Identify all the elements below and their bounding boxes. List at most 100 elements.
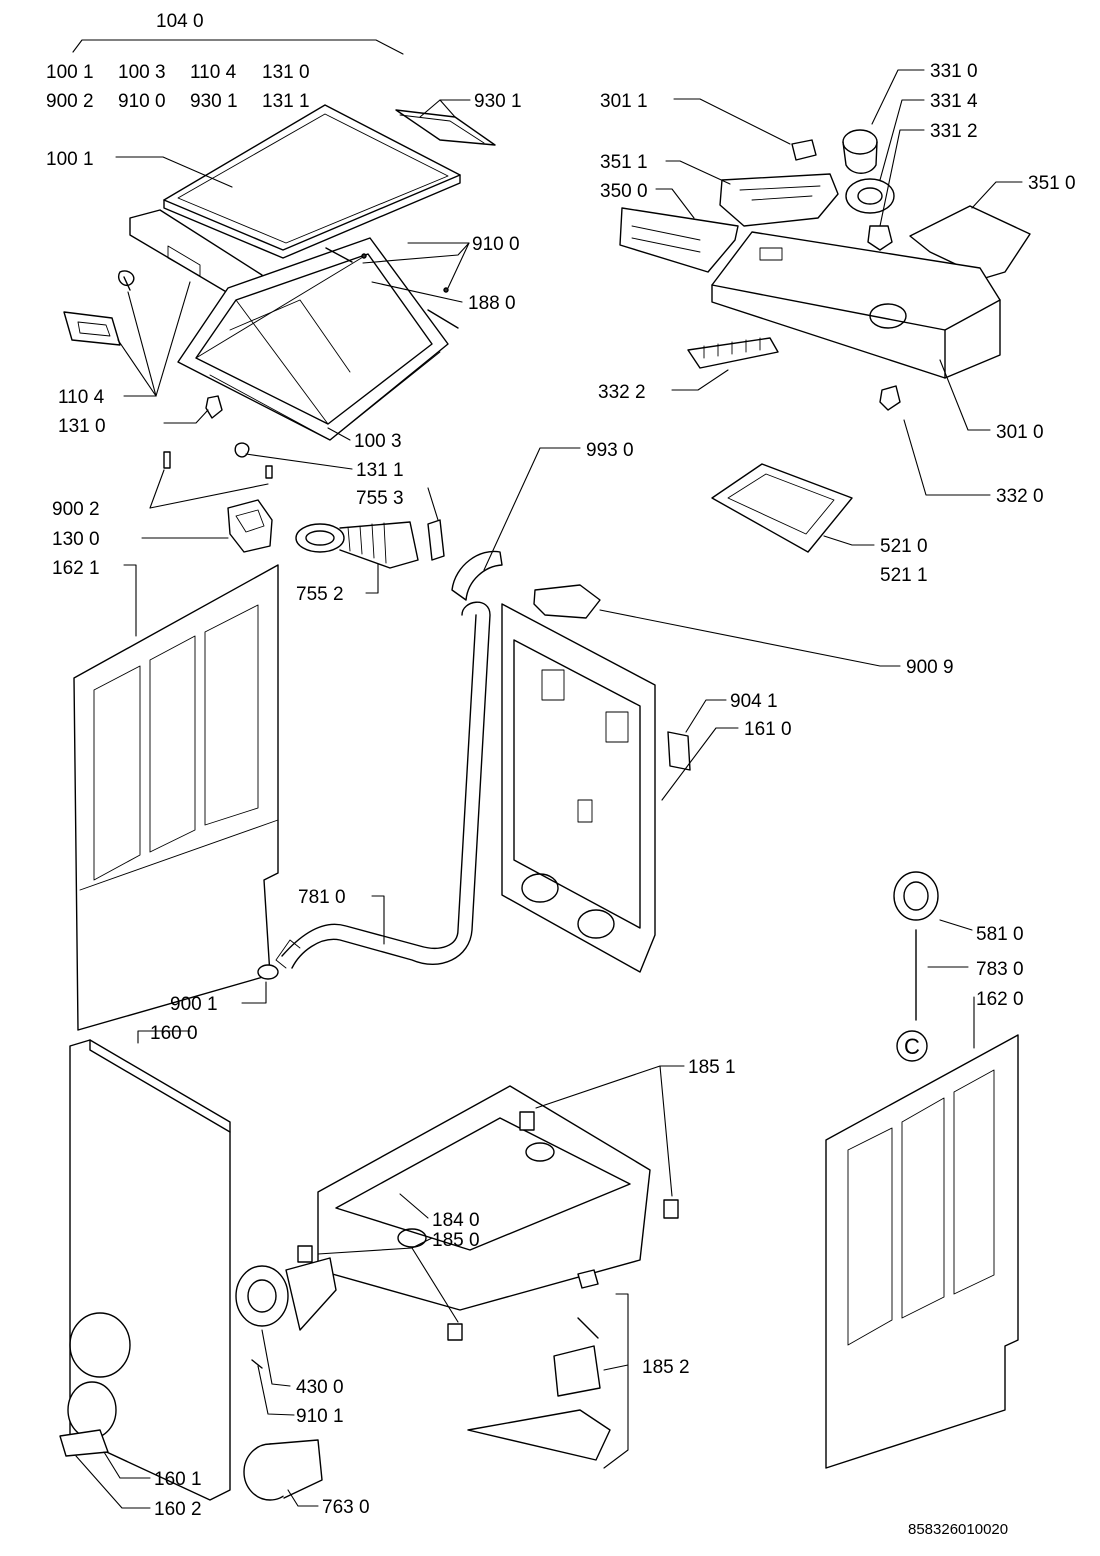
part-900-9-bracket <box>533 584 601 619</box>
part-301-0-panel <box>711 231 1001 379</box>
part-185-0-feet <box>297 1245 463 1341</box>
callout-331-0: 331 0 <box>930 61 978 82</box>
part-162-0-side-panel <box>825 1034 1019 1469</box>
callout-783-0: 783 0 <box>976 959 1024 980</box>
part-781-0-hose <box>275 601 491 969</box>
callout-900-9: 900 9 <box>906 657 954 678</box>
callout-900-1: 900 1 <box>170 994 218 1015</box>
part-185-2 <box>467 1269 611 1461</box>
group-row-item: 110 4 <box>190 62 237 83</box>
part-351-0-bracket <box>909 205 1031 279</box>
part-332-0 <box>879 385 901 411</box>
callout-160-1: 160 1 <box>154 1469 202 1490</box>
group-row-item: 131 1 <box>262 91 310 112</box>
callout-521-1: 521 1 <box>880 565 928 586</box>
callout-131-1: 131 1 <box>356 460 404 481</box>
callout-581-0: 581 0 <box>976 924 1024 945</box>
group-row-item: 131 0 <box>262 62 310 83</box>
callout-110-4: 110 4 <box>58 387 105 408</box>
callout-161-0: 161 0 <box>744 719 792 740</box>
callout-351-1: 351 1 <box>600 152 648 173</box>
part-130-0-door-lock <box>227 499 273 553</box>
callout-162-0: 162 0 <box>976 989 1024 1010</box>
part-350-0-board <box>619 207 739 273</box>
part-332-2-buttons <box>687 337 779 369</box>
callout-131-0: 131 0 <box>58 416 106 437</box>
callout-130-0: 130 0 <box>52 529 100 550</box>
part-301-1-cap <box>791 139 817 161</box>
callout-350-0: 350 0 <box>600 181 648 202</box>
part-185-1-feet <box>519 1111 679 1219</box>
part-900-2-pin <box>265 465 273 479</box>
rod-188-0 <box>427 309 459 329</box>
callout-100-1: 100 1 <box>46 149 94 170</box>
callout-332-2: 332 2 <box>598 382 646 403</box>
part-755-2-hose <box>295 521 419 569</box>
part-763-0-filter <box>243 1439 323 1501</box>
callout-185-2: 185 2 <box>642 1357 690 1378</box>
callout-755-3: 755 3 <box>356 488 404 509</box>
callout-184-0: 184 0 <box>432 1210 480 1231</box>
group-label: 104 0 <box>156 11 204 32</box>
leader-lines <box>75 69 1023 1509</box>
callout-930-1: 930 1 <box>474 91 522 112</box>
callout-910-0: 910 0 <box>472 234 520 255</box>
callout-301-0: 301 0 <box>996 422 1044 443</box>
part-160-1-door <box>59 1381 117 1457</box>
spring-small <box>118 270 135 291</box>
part-930-1 <box>395 109 496 146</box>
callout-781-0: 781 0 <box>298 887 346 908</box>
callout-160-2: 160 2 <box>154 1499 202 1520</box>
callout-188-0: 188 0 <box>468 293 516 314</box>
callout-900-2: 900 2 <box>52 499 100 520</box>
part-131-0 <box>205 395 223 419</box>
connector-c-label: C <box>904 1034 920 1059</box>
group-bracket <box>72 39 404 55</box>
part-900-2-pin <box>163 451 171 469</box>
part-331-2-shaft <box>867 225 893 251</box>
callout-162-1: 162 1 <box>52 558 100 579</box>
callout-521-0: 521 0 <box>880 536 928 557</box>
group-row-item: 900 2 <box>46 91 94 112</box>
part-131-1 <box>234 442 250 458</box>
part-900-1-plug <box>257 964 279 980</box>
callout-160-0: 160 0 <box>150 1023 198 1044</box>
callout-331-2: 331 2 <box>930 121 978 142</box>
callout-332-0: 332 0 <box>996 486 1044 507</box>
part-581-0 <box>893 871 939 921</box>
group-row-item: 100 3 <box>118 62 166 83</box>
part-430-0-pump <box>235 1257 337 1331</box>
screw-910-0 <box>325 247 353 263</box>
callout-331-4: 331 4 <box>930 91 978 112</box>
group-row-item: 910 0 <box>118 91 166 112</box>
screw-dot <box>443 287 449 293</box>
callout-904-1: 904 1 <box>730 691 778 712</box>
part-904-1-clip <box>667 731 691 771</box>
group-row-item: 100 1 <box>46 62 94 83</box>
part-331-4-ring <box>845 178 895 214</box>
part-351-1-board <box>719 173 839 227</box>
callout-430-0: 430 0 <box>296 1377 344 1398</box>
part-162-1-side-panel <box>73 564 279 1031</box>
part-161-0-frame <box>501 603 656 973</box>
screw-910-1 <box>251 1359 263 1369</box>
callout-301-1: 301 1 <box>600 91 648 112</box>
callout-993-0: 993 0 <box>586 440 634 461</box>
screw-dot <box>361 253 367 259</box>
callout-755-2: 755 2 <box>296 584 344 605</box>
connector-c-marker <box>896 1030 928 1062</box>
part-100-3-frame <box>177 237 449 441</box>
part-993-0-hook <box>451 550 503 601</box>
part-755-3 <box>427 519 445 561</box>
callout-185-1: 185 1 <box>688 1057 736 1078</box>
callout-100-3: 100 3 <box>354 431 402 452</box>
callout-351-0: 351 0 <box>1028 173 1076 194</box>
group-row-item: 930 1 <box>190 91 238 112</box>
document-number: 858326010020 <box>908 1521 1008 1538</box>
part-100-1 <box>163 104 461 259</box>
part-331-0-knob <box>842 129 878 174</box>
callout-910-1: 910 1 <box>296 1406 344 1427</box>
